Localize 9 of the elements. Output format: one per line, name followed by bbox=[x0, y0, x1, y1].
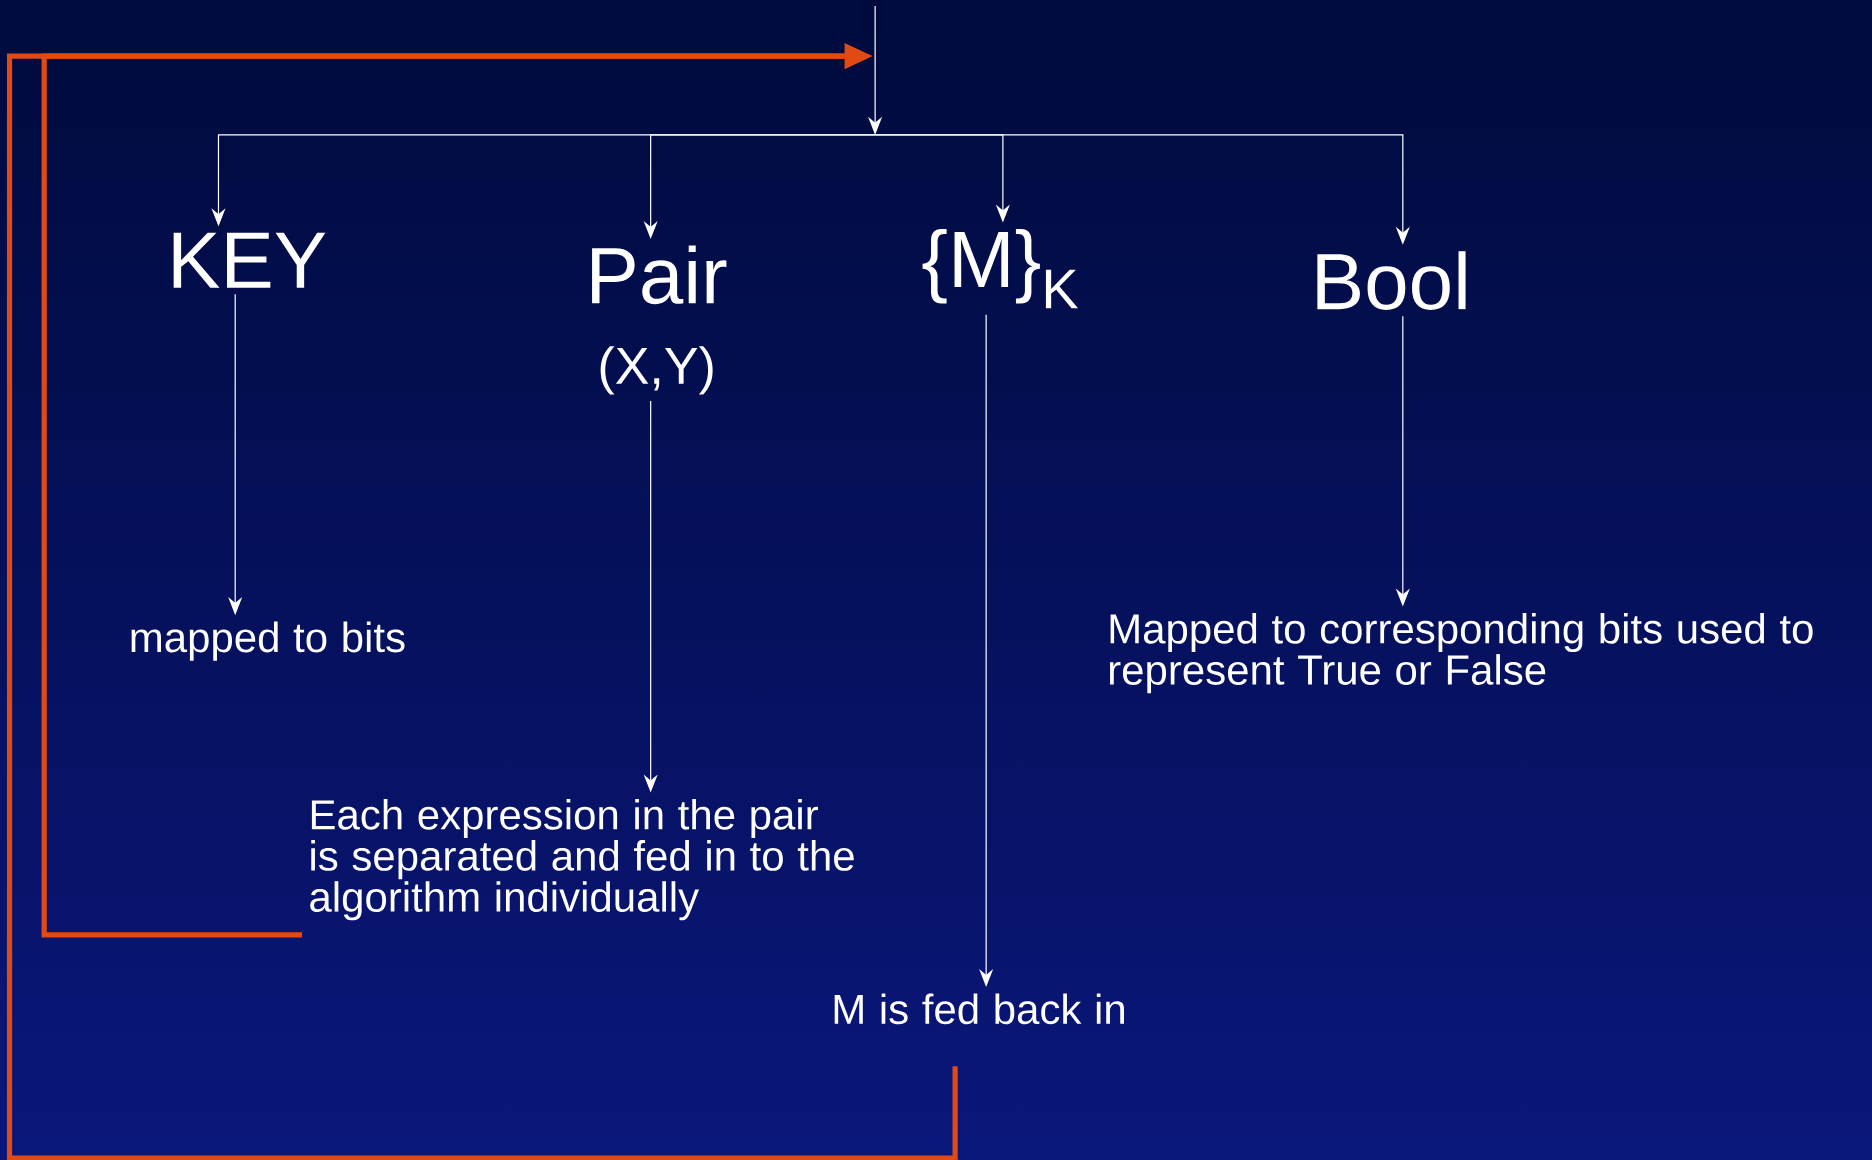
note-text: Each expression in the pair is separated and fed in to the algorithm individually bbox=[310, 798, 854, 921]
note-text: Mapped to corresponding bits used to represent True or False bbox=[1109, 612, 1813, 693]
heading-label: {M}$_{K}$ bbox=[922, 228, 1079, 309]
feedback-arrow bbox=[6, 43, 958, 1160]
note-text: M is fed back in bbox=[834, 993, 1124, 1025]
heading-label: Bool bbox=[1317, 251, 1466, 310]
note-text: mapped to bits bbox=[131, 621, 405, 661]
heading-label: Pair (X,Y) bbox=[592, 245, 727, 395]
heading-label: KEY bbox=[173, 232, 326, 288]
